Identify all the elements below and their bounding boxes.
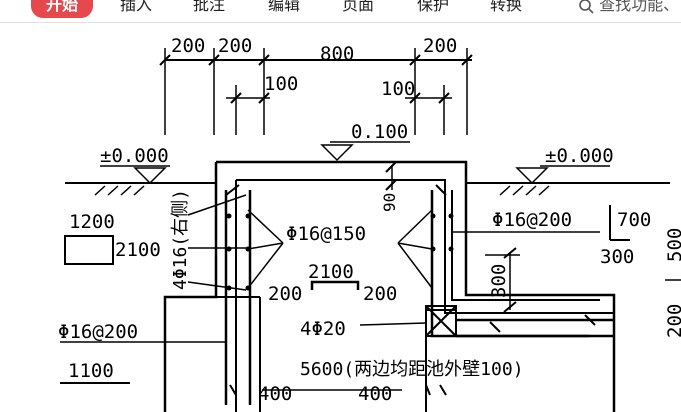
dim-100-right: 100	[381, 78, 415, 100]
label-300-right: 300	[600, 246, 634, 268]
dim-200-c: 200	[423, 35, 457, 57]
label-1100: 1100	[68, 360, 114, 382]
label-200-right: 200	[363, 283, 397, 305]
dim-100-left: 100	[264, 73, 298, 95]
label-1200: 1200	[69, 211, 115, 233]
tab-page[interactable]: 页面	[342, 0, 375, 14]
tab-insert[interactable]: 插入	[120, 0, 153, 14]
cad-drawing: 200 200 800 200 100 100 0.100 ±0.000 ±0.…	[58, 35, 681, 412]
label-4bars: 4Φ20	[300, 318, 346, 340]
tab-start[interactable]: 开始	[31, 0, 93, 18]
tab-protect[interactable]: 保护	[417, 0, 450, 14]
dim-90: 90	[380, 193, 399, 212]
label-200-left: 200	[268, 283, 302, 305]
level-top: 0.100	[351, 121, 408, 143]
dim-200-a: 200	[171, 35, 205, 57]
label-stirrup-right: Φ16@200	[492, 209, 572, 231]
label-stirrup-mid: Φ16@150	[286, 223, 366, 245]
label-2100-mid: 2100	[308, 261, 354, 283]
label-400-left: 400	[258, 383, 292, 405]
tab-edit[interactable]: 编辑	[268, 0, 301, 14]
label-200-far: 200	[664, 304, 681, 338]
level-right: ±0.000	[545, 145, 614, 167]
label-bottom: 5600(两边均距池外壁100)	[300, 359, 524, 380]
tab-comment[interactable]: 批注	[193, 0, 226, 14]
level-left: ±0.000	[100, 145, 169, 167]
label-400-right: 400	[358, 383, 392, 405]
search-box[interactable]: 查找功能、	[578, 0, 679, 15]
dim-800: 800	[320, 43, 354, 65]
search-icon	[579, 0, 594, 14]
label-300-vertical: 300	[488, 264, 510, 298]
label-stirrup-left: Φ16@200	[58, 321, 138, 343]
dim-200-b: 200	[218, 35, 252, 57]
ribbon-toolbar: 开始 插入 批注 编辑 页面 保护 转换 查找功能、	[0, 0, 681, 23]
tab-convert[interactable]: 转换	[490, 0, 523, 14]
label-2100-left: 2100	[115, 239, 161, 261]
label-500: 500	[664, 228, 681, 262]
label-700: 700	[617, 209, 651, 231]
search-placeholder: 查找功能、	[599, 0, 680, 14]
label-bars-side: 4Φ16(右侧)	[170, 189, 191, 290]
